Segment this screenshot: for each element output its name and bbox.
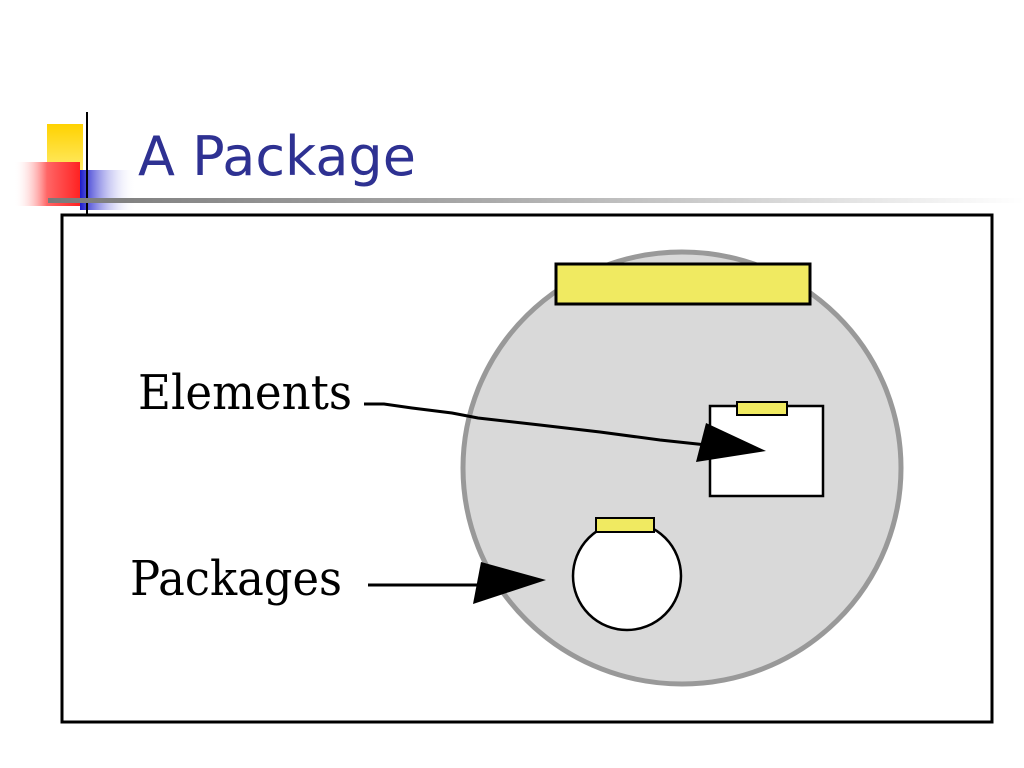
- slide-title: A Package: [138, 125, 416, 188]
- package-icon: [460, 249, 904, 687]
- nested-package-body: [571, 520, 683, 632]
- packages-arrow-head: [473, 562, 546, 604]
- nested-package-icon: [571, 517, 683, 632]
- element-tab: [736, 401, 788, 416]
- elements-arrow-line: [364, 402, 717, 448]
- elements-arrow: [364, 402, 766, 462]
- title-rule: [48, 198, 1024, 203]
- nested-package-tab: [595, 517, 655, 533]
- packages-label: Packages: [130, 551, 342, 607]
- package-body: [460, 249, 904, 687]
- square-accent-icon: [14, 112, 136, 214]
- package-tab: [554, 262, 812, 306]
- elements-arrow-head: [696, 423, 766, 462]
- elements-label: Elements: [138, 365, 352, 421]
- packages-arrow: [368, 562, 546, 604]
